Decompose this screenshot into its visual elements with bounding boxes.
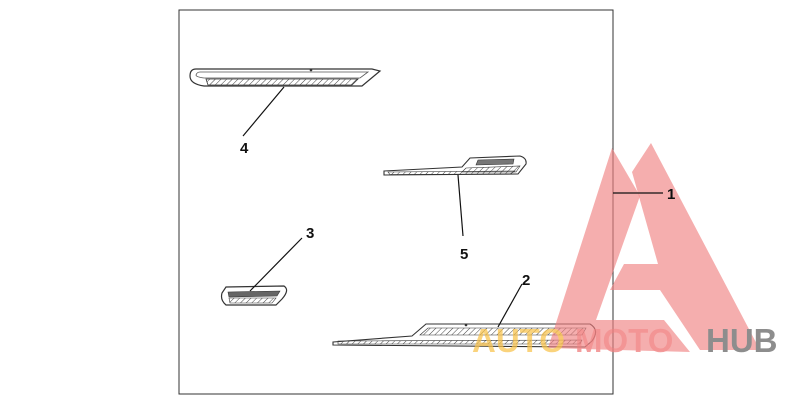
callout-1: 1 <box>667 186 675 203</box>
part-2-trim-strip <box>332 323 597 348</box>
part-3-emblem-plate <box>220 285 288 306</box>
part-5-trim-strip <box>383 155 527 176</box>
watermark-word-hub: HUB <box>706 322 778 359</box>
watermark-word-moto: MOTO <box>575 322 673 359</box>
leader-line-3 <box>249 237 303 292</box>
part-4-trim-strip <box>189 68 382 87</box>
leader-line-4 <box>242 86 285 137</box>
callout-3: 3 <box>306 225 314 242</box>
watermark-word-auto: AUTO <box>472 322 565 359</box>
callout-5: 5 <box>460 246 468 263</box>
callout-2: 2 <box>522 272 530 289</box>
watermark-logo: AUTO MOTO HUB <box>472 143 778 359</box>
callout-4: 4 <box>240 140 249 157</box>
leader-line-2 <box>497 283 523 328</box>
watermark-triangle-left <box>548 148 690 352</box>
leader-line-5 <box>457 174 464 237</box>
watermark-triangle-right <box>610 143 760 350</box>
